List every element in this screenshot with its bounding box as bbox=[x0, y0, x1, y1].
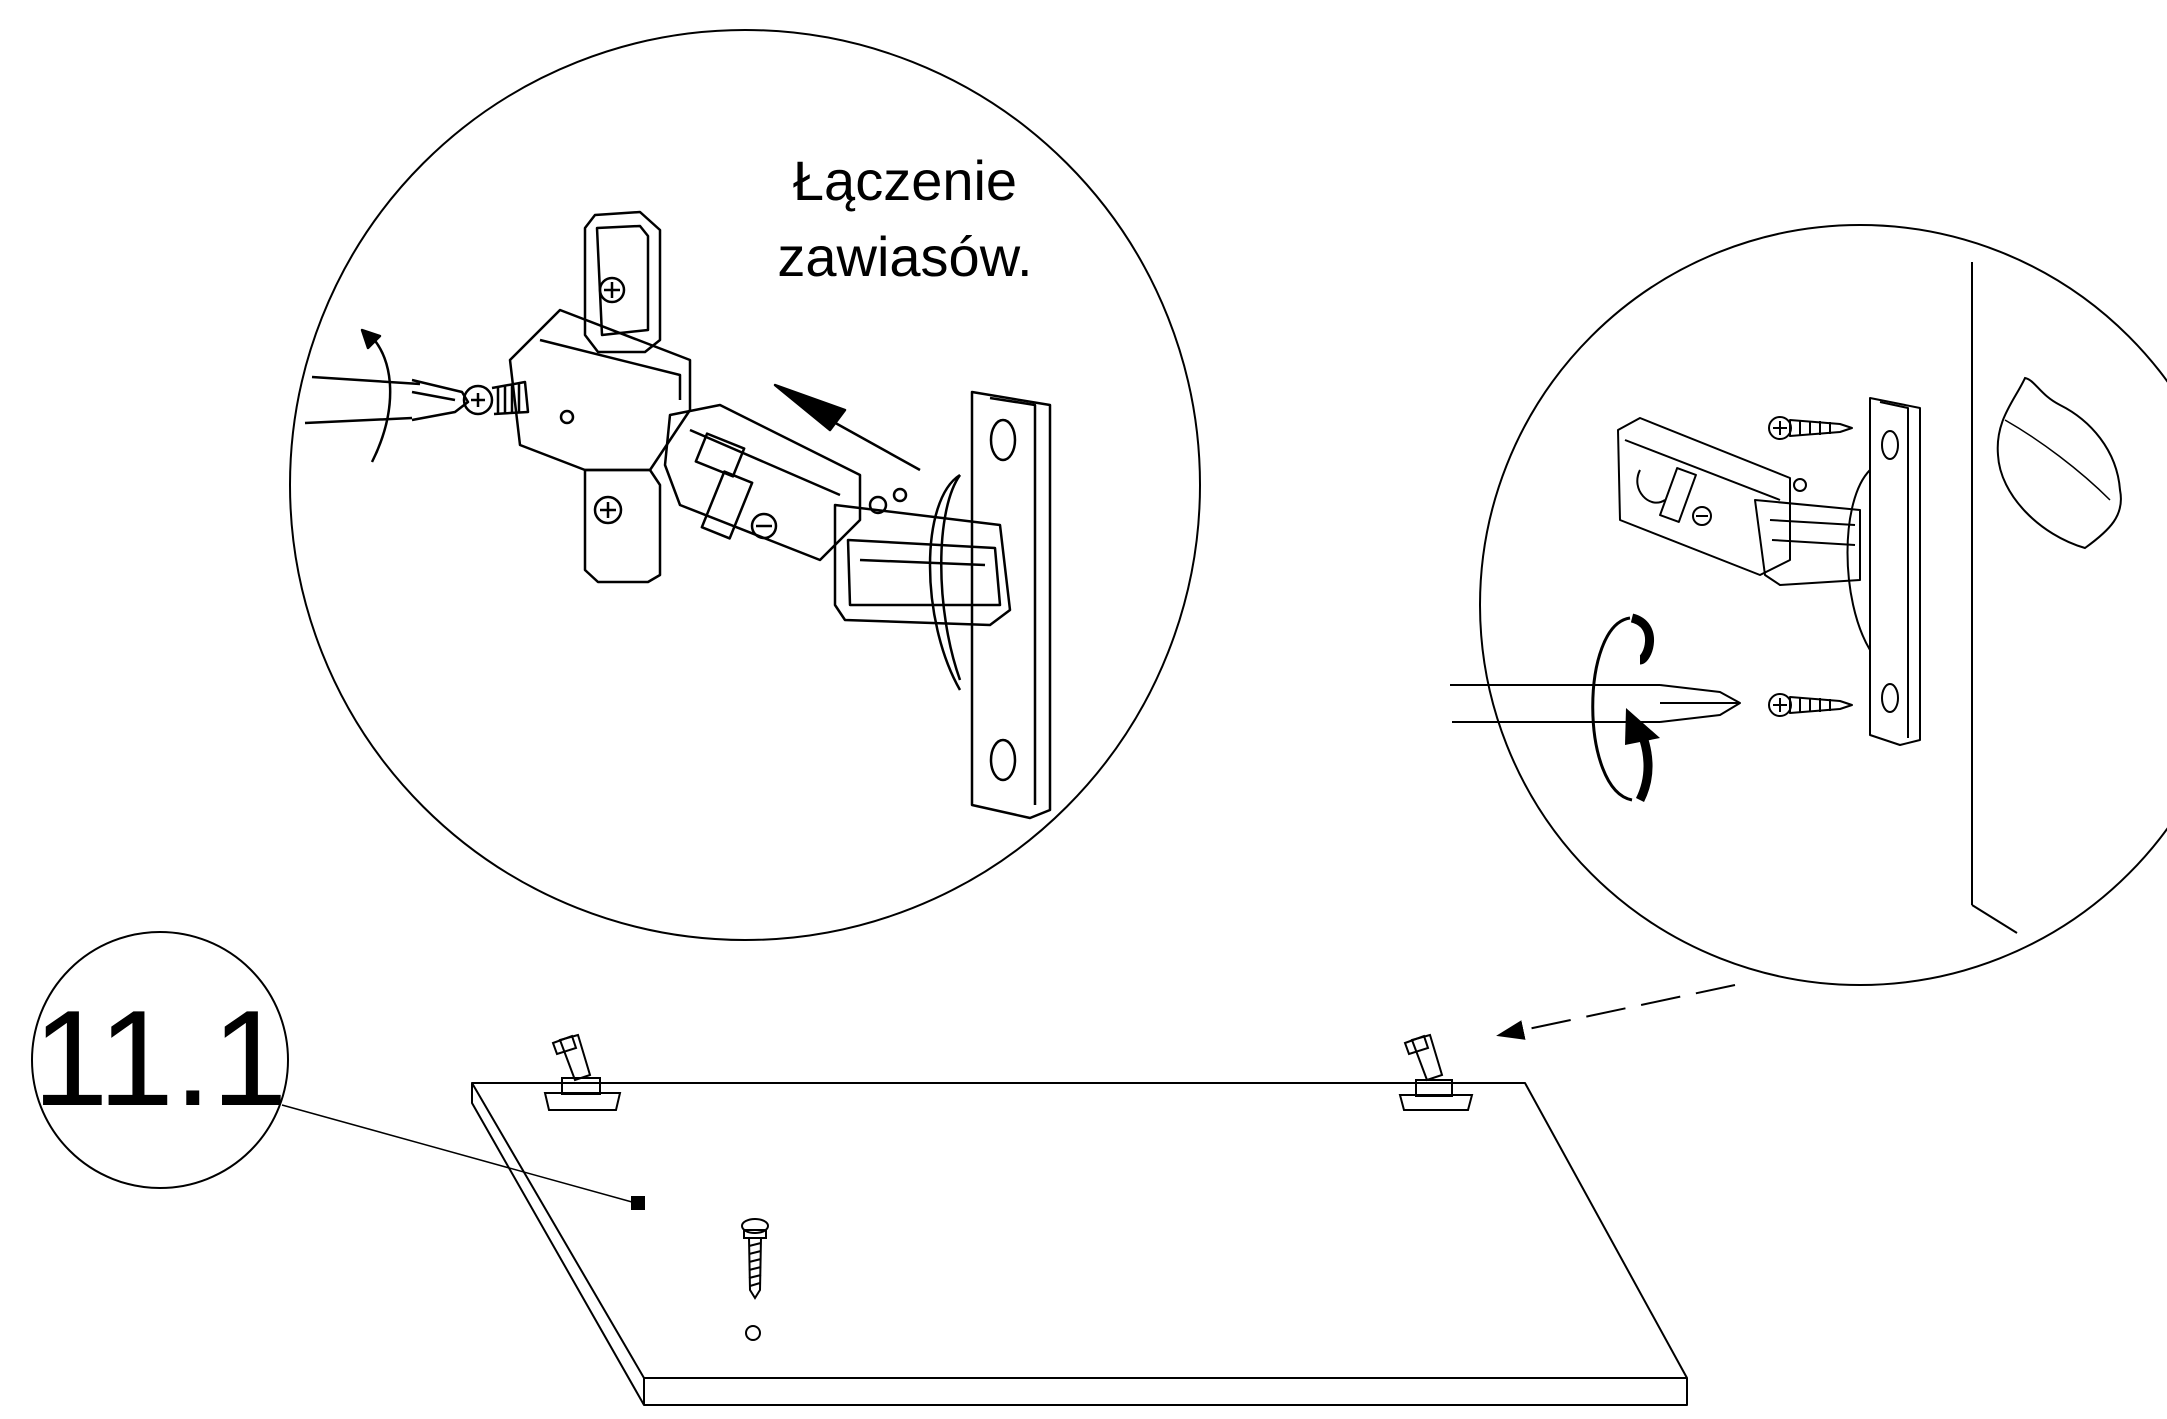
left-detail-circle bbox=[289, 29, 1201, 941]
screw-upper-icon bbox=[1768, 416, 1853, 440]
step-number-circle bbox=[31, 931, 645, 1210]
door-panel-icon bbox=[471, 1082, 1688, 1406]
caption-title-line-2: zawiasów. bbox=[777, 225, 1033, 288]
hinge-mount-icon bbox=[1450, 397, 1921, 746]
panel-hinge-left-icon bbox=[543, 1033, 622, 1111]
caption-title-line-1: Łączenie bbox=[792, 149, 1018, 212]
panel-hinge-right-icon bbox=[1398, 1033, 1474, 1111]
rotate-arrow-icon bbox=[1591, 613, 1660, 803]
screw-icon bbox=[741, 1218, 769, 1341]
hinge-screwdriver-icon bbox=[304, 210, 1052, 820]
detail-leader-arrow bbox=[1496, 984, 1736, 1040]
screw-lower-icon bbox=[1768, 693, 1853, 717]
step-number: 11.1 bbox=[32, 982, 288, 1134]
right-detail-circle bbox=[1479, 224, 2167, 986]
